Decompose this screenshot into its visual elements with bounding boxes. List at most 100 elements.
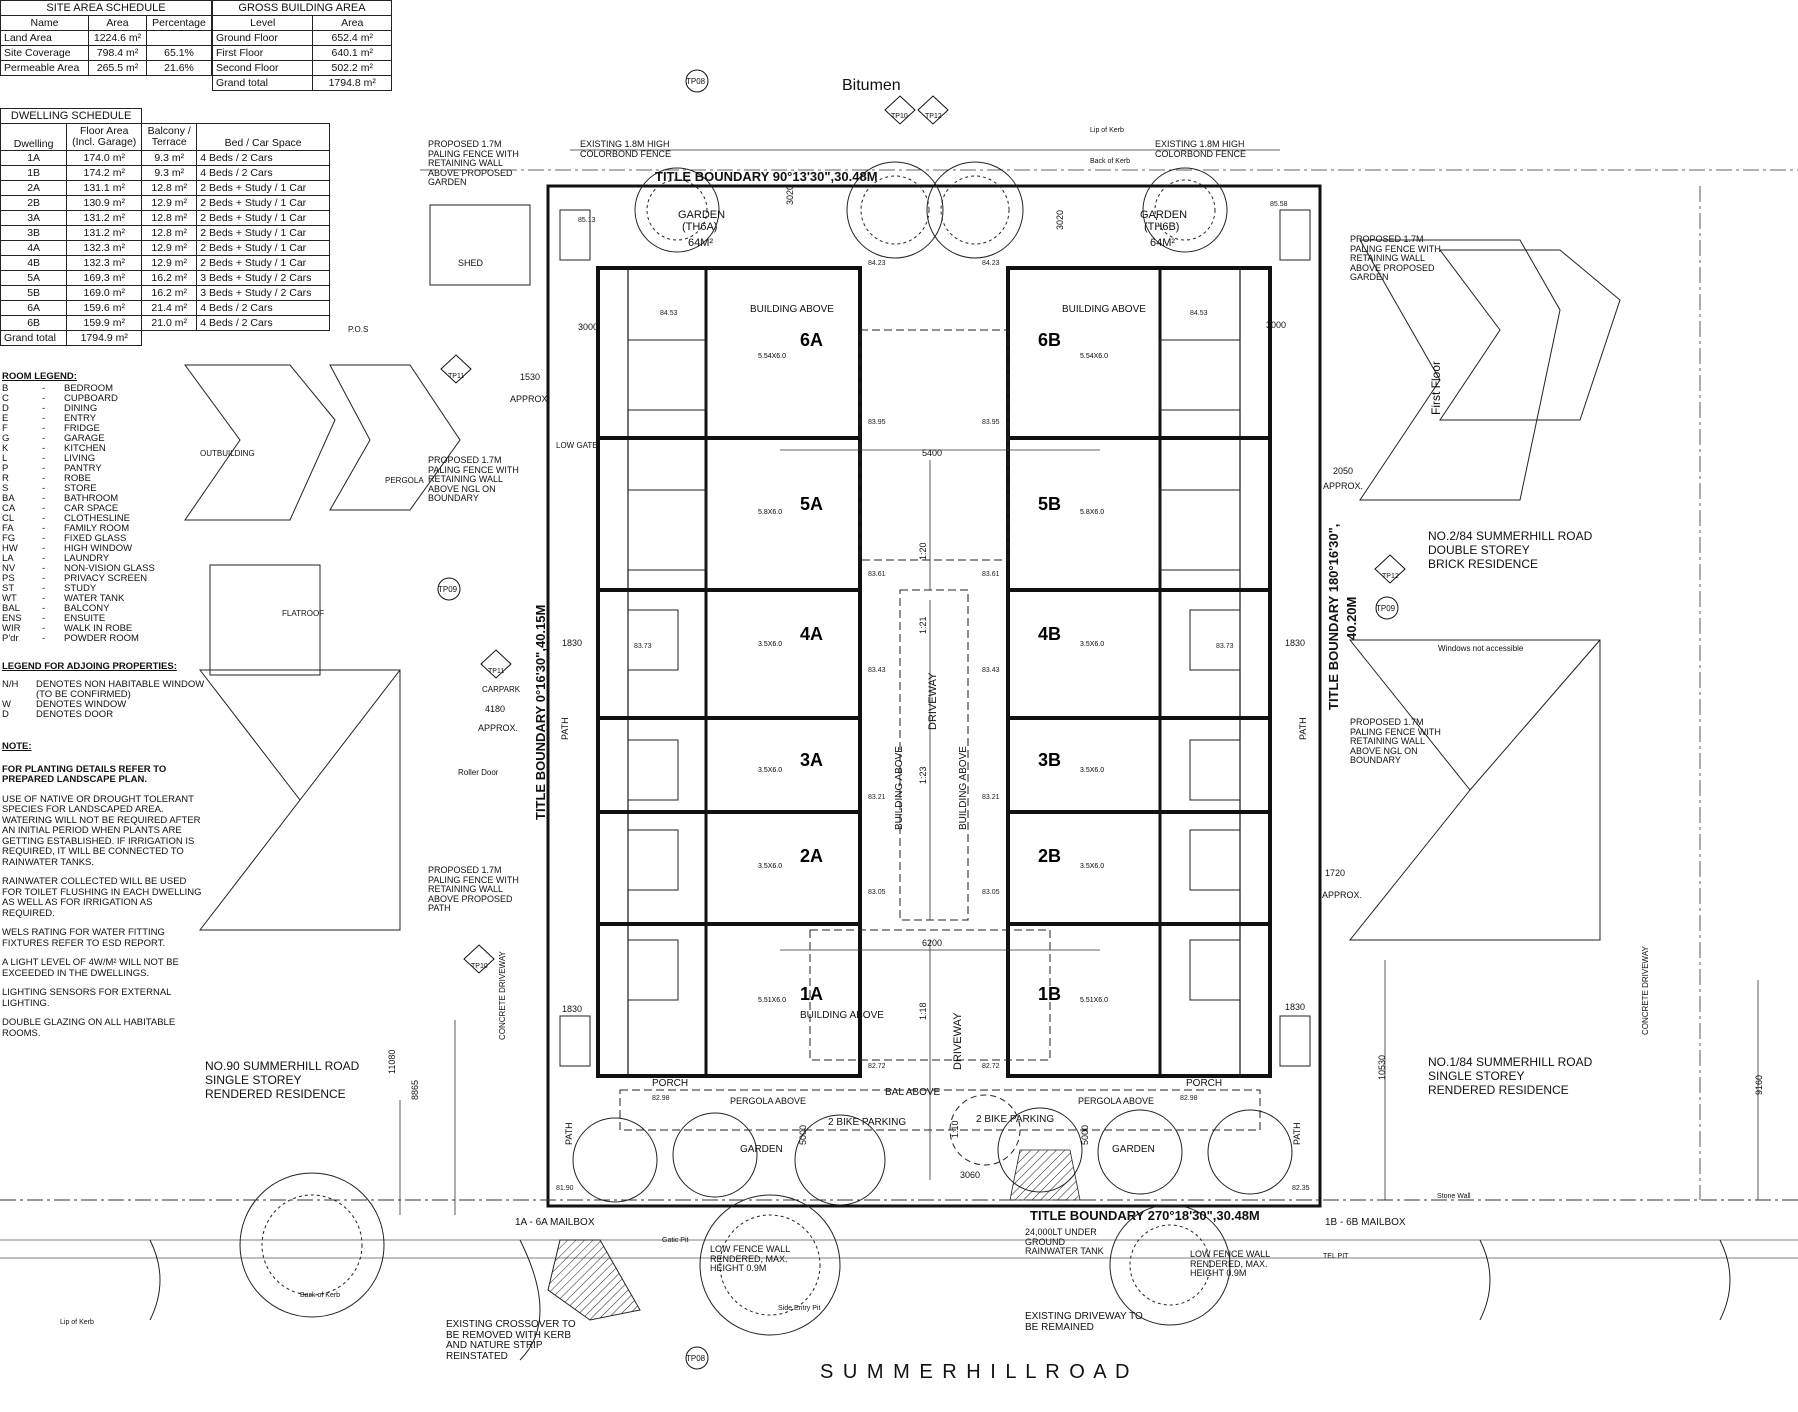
- note-item: WELS RATING FOR WATER FITTING FIXTURES R…: [2, 927, 166, 949]
- legend-value: CLOTHESLINE: [64, 513, 130, 524]
- cell: 798.4 m²: [87, 45, 148, 61]
- legend-value: WALK IN ROBE: [64, 623, 133, 634]
- legend-value: (TO BE CONFIRMED): [36, 689, 131, 700]
- no90-l1: NO.90 SUMMERHILL ROAD: [205, 1059, 360, 1073]
- legend-value: PRIVACY SCREEN: [64, 573, 148, 584]
- col-header: Area: [312, 15, 392, 31]
- back-of-kerb-bottom: Back of Kerb: [300, 1292, 340, 1299]
- existing-driveway: EXISTING DRIVEWAY TO BE REMAINED: [1025, 1312, 1143, 1333]
- garden-6b-tag: (TH6B): [1144, 221, 1179, 233]
- legend-value: BALCONY: [64, 603, 110, 614]
- adjoining-legend-item: (TO BE CONFIRMED): [2, 690, 204, 700]
- dim-9160: 9160: [1754, 1075, 1764, 1095]
- trees: [239, 161, 1293, 1336]
- legend-value: FAMILY ROOM: [64, 523, 130, 534]
- legend-dash: -: [42, 413, 46, 424]
- note-item: LIGHTING SENSORS FOR EXTERNAL LIGHTING.: [2, 987, 172, 1009]
- legend-key: NV: [2, 563, 16, 574]
- level: 83.43: [982, 667, 1000, 674]
- cell: 2 Beds + Study / 1 Car: [196, 240, 330, 256]
- rainwater-tank: 24,000LT UNDER GROUND RAINWATER TANK: [1025, 1228, 1104, 1256]
- legend-dash: -: [42, 513, 46, 524]
- dim-11080: 11080: [387, 1050, 397, 1074]
- legend-item: C-CUPBOARD: [2, 394, 155, 404]
- legend-key: R: [2, 473, 9, 484]
- building-above-v2: BUILDING ABOVE: [958, 746, 969, 830]
- fence-proposed-right: PROPOSED 1.7M PALING FENCE WITH RETAININ…: [1350, 235, 1441, 282]
- unit-3b: 3B: [1038, 750, 1061, 770]
- table-row: Land Area 1224.6 m²: [0, 30, 212, 46]
- dim-4180: 4180: [485, 704, 505, 714]
- cell: 131.2 m²: [66, 210, 143, 226]
- first-floor-label: First Floor: [1429, 361, 1443, 415]
- legend-key: C: [2, 393, 9, 404]
- dim-10530: 10530: [1377, 1055, 1387, 1080]
- dim-3000-b: 3000: [1266, 320, 1286, 330]
- site-area-schedule: SITE AREA SCHEDULE Name Area Percentage …: [0, 0, 212, 76]
- level: 83.95: [982, 419, 1000, 426]
- cell: Site Coverage: [0, 45, 89, 61]
- approx-2: APPROX.: [478, 723, 518, 733]
- level: 82.72: [868, 1063, 886, 1070]
- level: 82.98: [1180, 1095, 1198, 1102]
- unit-2a-size: 3.5X6.0: [758, 863, 782, 870]
- legend-key: E: [2, 413, 9, 424]
- legend-key: WT: [2, 593, 17, 604]
- garden-6b: GARDEN: [1140, 209, 1187, 221]
- unit-5a-size: 5.8X6.0: [758, 509, 782, 516]
- legend-dash: -: [42, 403, 46, 414]
- unit-1b-size: 5.51X6.0: [1080, 997, 1108, 1004]
- legend-item: WIR-WALK IN ROBE: [2, 624, 155, 634]
- legend-item: BAL-BALCONY: [2, 604, 155, 614]
- tp-markers: [437, 69, 1406, 1370]
- legend-key: B: [2, 383, 9, 394]
- table-row: Grand total 1794.9 m²: [0, 330, 330, 346]
- cell: 1224.6 m²: [87, 30, 148, 46]
- cell: 4 Beds / 2 Cars: [196, 300, 330, 316]
- legend-key: WIR: [2, 623, 21, 634]
- garden-6b-area: 64M²: [1150, 237, 1175, 249]
- dim-3020-a: 3020: [785, 185, 795, 205]
- legend-value: HIGH WINDOW: [64, 543, 133, 554]
- level: 81.90: [556, 1185, 574, 1192]
- col-header: Name: [0, 15, 89, 31]
- dwelling-schedule: DWELLING SCHEDULE Dwelling Floor Area (I…: [0, 108, 330, 346]
- legend-dash: -: [42, 553, 46, 564]
- cell: 2 Beds + Study / 1 Car: [196, 210, 330, 226]
- tp10-top: TP10: [891, 113, 908, 120]
- legend-dash: -: [42, 583, 46, 594]
- cell: Land Area: [0, 30, 89, 46]
- legend-key: P'dr: [2, 633, 19, 644]
- slope-118: 1:18: [918, 1002, 928, 1020]
- cell: 2 Beds + Study / 1 Car: [196, 225, 330, 241]
- legend-key: S: [2, 483, 9, 494]
- bike-parking-b: 2 BIKE PARKING: [976, 1114, 1054, 1125]
- shed-label: SHED: [458, 258, 484, 268]
- tank-hatch: [1009, 1149, 1081, 1201]
- unit-6a-size: 5.54X6.0: [758, 353, 786, 360]
- legend-value: CAR SPACE: [64, 503, 119, 514]
- table-row: Ground Floor 652.4 m²: [211, 30, 392, 46]
- table-row: Grand total 1794.8 m²: [211, 75, 392, 91]
- dim-5400: 5400: [922, 448, 942, 458]
- legend-value: STORE: [64, 483, 97, 494]
- bal-above: BAL ABOVE: [885, 1087, 941, 1098]
- level: 85.13: [578, 217, 596, 224]
- unit-5b: 5B: [1038, 494, 1061, 514]
- no1-l2: SINGLE STOREY: [1428, 1069, 1524, 1083]
- unit-4a-size: 3.5X6.0: [758, 641, 782, 648]
- legend-key: P: [2, 463, 9, 474]
- cell: 132.3 m²: [66, 240, 143, 256]
- concrete-driveway-left: CONCRETE DRIVEWAY: [498, 950, 507, 1040]
- pergola-label: PERGOLA: [385, 476, 424, 485]
- unit-4a: 4A: [800, 624, 823, 644]
- legend-dash: -: [42, 443, 46, 454]
- legend-value: WATER TANK: [64, 593, 125, 604]
- legend-key: G: [2, 433, 10, 444]
